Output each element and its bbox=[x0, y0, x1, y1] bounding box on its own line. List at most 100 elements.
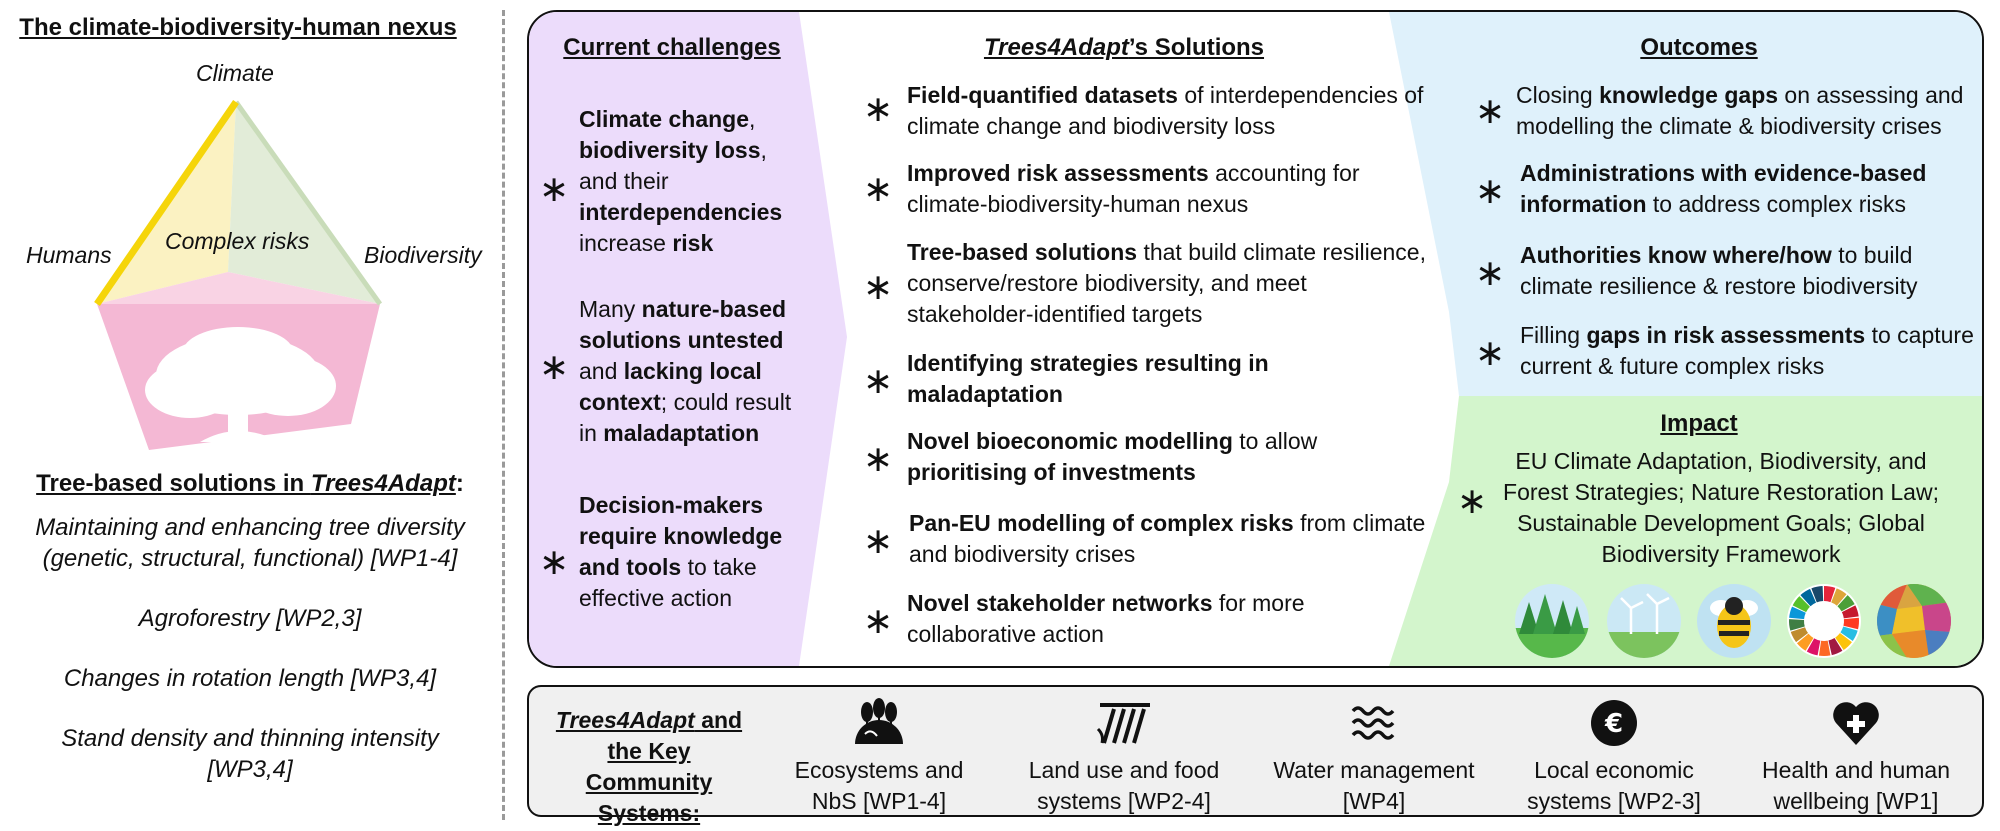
system-water: Water management [WP4] bbox=[1259, 697, 1489, 817]
bold-text: Authorities know where/how bbox=[1520, 242, 1832, 268]
asterisk-icon: ∗ bbox=[863, 521, 894, 562]
sdg-segment bbox=[1828, 638, 1843, 656]
sdg-segment bbox=[1824, 586, 1836, 603]
system-land-use: Land use and food systems [WP2-4] bbox=[1009, 697, 1239, 817]
sdg-wheel-logo bbox=[1787, 584, 1861, 658]
sdg-segment bbox=[1831, 588, 1847, 606]
tree-solutions-list: Maintaining and enhancing tree diversity… bbox=[20, 512, 480, 814]
challenge-item: Decision-makers require knowledge and to… bbox=[579, 490, 809, 614]
bold-text: Novel stakeholder networks bbox=[907, 590, 1213, 616]
solution-item: Field-quantified datasets of interdepend… bbox=[907, 80, 1427, 142]
text-run: to allow bbox=[1232, 428, 1318, 454]
outcomes-band bbox=[1389, 12, 1982, 396]
asterisk-icon: ∗ bbox=[1475, 91, 1506, 132]
climate-label: Climate bbox=[196, 60, 274, 86]
bold-text: knowledge gaps bbox=[1599, 82, 1779, 108]
text-run: increase bbox=[579, 230, 673, 256]
sdg-segment bbox=[1840, 626, 1858, 641]
impact-header: Impact bbox=[1660, 410, 1738, 437]
tree-solution-item: Stand density and thinning intensity [WP… bbox=[61, 725, 439, 783]
wind-turbine-logo bbox=[1607, 584, 1681, 658]
sdg-segment bbox=[1811, 586, 1824, 603]
bee-logo bbox=[1697, 584, 1771, 658]
bold-text: Identifying strategies resulting in mala… bbox=[907, 350, 1269, 407]
divider bbox=[502, 10, 505, 820]
system-label: Local economic systems [WP2-3] bbox=[1527, 757, 1701, 814]
bold-text: gaps in risk assessments bbox=[1586, 322, 1866, 348]
asterisk-icon: ∗ bbox=[539, 347, 570, 388]
asterisk-icon: ∗ bbox=[539, 542, 570, 583]
asterisk-icon: ∗ bbox=[863, 361, 894, 402]
text-run: Many bbox=[579, 296, 642, 322]
outcome-item: Authorities know where/how to build clim… bbox=[1520, 240, 1980, 302]
sdg-segment bbox=[1841, 605, 1859, 619]
water-icon bbox=[1259, 697, 1489, 749]
bold-text: biodiversity loss bbox=[579, 137, 761, 163]
challenge-item: Climate change, biodiversity loss, and t… bbox=[579, 104, 809, 259]
bold-text: maladaptation bbox=[603, 420, 760, 446]
text-run: Filling bbox=[1520, 322, 1587, 348]
svg-text:€: € bbox=[1604, 709, 1623, 739]
text-run: for more collaborative action bbox=[907, 590, 1305, 647]
community-systems-box: Trees4Adapt and the Key Community System… bbox=[527, 685, 1984, 826]
bold-text: Decision-makers require knowledge and to… bbox=[579, 492, 783, 580]
asterisk-icon: ∗ bbox=[1475, 333, 1506, 374]
nexus-diagram bbox=[94, 100, 383, 450]
land-use-icon bbox=[1009, 697, 1239, 749]
solution-item: Improved risk assessments accounting for… bbox=[907, 158, 1427, 220]
system-label: Water management [WP4] bbox=[1273, 757, 1475, 814]
outcome-item: Filling gaps in risk assessments to capt… bbox=[1520, 320, 1980, 382]
asterisk-icon: ∗ bbox=[863, 169, 894, 210]
euro-icon: € bbox=[1514, 697, 1714, 749]
bold-text: Field-quantified datasets bbox=[907, 82, 1178, 108]
sdg-segment bbox=[1796, 633, 1814, 651]
text-run: accounting for climate-biodiversity-huma… bbox=[907, 160, 1360, 217]
challenges-band bbox=[529, 12, 847, 666]
asterisk-icon: ∗ bbox=[1475, 171, 1506, 212]
bold-text: risk bbox=[672, 230, 714, 256]
tree-silhouette-icon bbox=[145, 327, 336, 442]
asterisk-icon: ∗ bbox=[863, 601, 894, 642]
bold-text: Pan-EU modelling of complex risks bbox=[909, 510, 1294, 536]
system-label: Ecosystems and NbS [WP1-4] bbox=[794, 757, 964, 814]
outcomes-header: Outcomes bbox=[1640, 34, 1758, 61]
bold-text: prioritising of investments bbox=[907, 459, 1196, 485]
health-icon bbox=[1751, 697, 1961, 749]
impact-text: EU Climate Adaptation, Biodiversity, and… bbox=[1503, 448, 1939, 567]
system-health: Health and human wellbeing [WP1] bbox=[1751, 697, 1961, 817]
sdg-segment bbox=[1837, 595, 1855, 612]
text-run: to build climate resilience & restore bi… bbox=[1520, 242, 1918, 299]
tree-solution-item: Maintaining and enhancing tree diversity… bbox=[35, 514, 465, 572]
bold-text: Climate change bbox=[579, 106, 749, 132]
text-run: , bbox=[749, 106, 756, 132]
text-run: to take effective action bbox=[579, 554, 757, 611]
sdg-segment bbox=[1789, 619, 1805, 631]
tree-solution-item: Changes in rotation length [WP3,4] bbox=[63, 665, 437, 692]
system-economic: € Local economic systems [WP2-3] bbox=[1514, 697, 1714, 817]
asterisk-icon: ∗ bbox=[863, 267, 894, 308]
sdg-segment bbox=[1843, 617, 1859, 630]
text-run: and bbox=[579, 358, 624, 384]
solution-item: Novel bioeconomic modelling to allow pri… bbox=[907, 426, 1427, 488]
bold-text: nature-based solutions untested bbox=[579, 296, 787, 353]
text-run: to capture current & future complex risk… bbox=[1520, 322, 1974, 379]
challenges-header: Current challenges bbox=[563, 34, 781, 61]
asterisk-icon: ∗ bbox=[863, 89, 894, 130]
text-run: Closing bbox=[1516, 82, 1600, 108]
solution-item: Pan-EU modelling of complex risks from c… bbox=[909, 508, 1429, 570]
asterisk-icon: ∗ bbox=[863, 439, 894, 480]
text-run: on assessing and modelling the climate &… bbox=[1516, 82, 1964, 139]
sdg-segment bbox=[1800, 588, 1817, 607]
complex-risks-label: Complex risks bbox=[165, 228, 310, 254]
challenge-item: Many nature-based solutions untested and… bbox=[579, 294, 809, 449]
system-label: Health and human wellbeing [WP1] bbox=[1762, 757, 1950, 814]
sdg-segment bbox=[1792, 596, 1810, 613]
biodiversity-mosaic-logo bbox=[1877, 584, 1951, 658]
bold-text: Tree-based solutions bbox=[907, 239, 1138, 265]
bold-text: lacking local context bbox=[579, 358, 762, 415]
nexus-title: The climate-biodiversity-human nexus bbox=[19, 14, 457, 41]
text-run: , and their bbox=[579, 137, 767, 194]
bold-text: Improved risk assessments bbox=[907, 160, 1209, 186]
bold-text: interdependencies bbox=[579, 199, 783, 225]
ecosystems-icon bbox=[779, 697, 979, 749]
